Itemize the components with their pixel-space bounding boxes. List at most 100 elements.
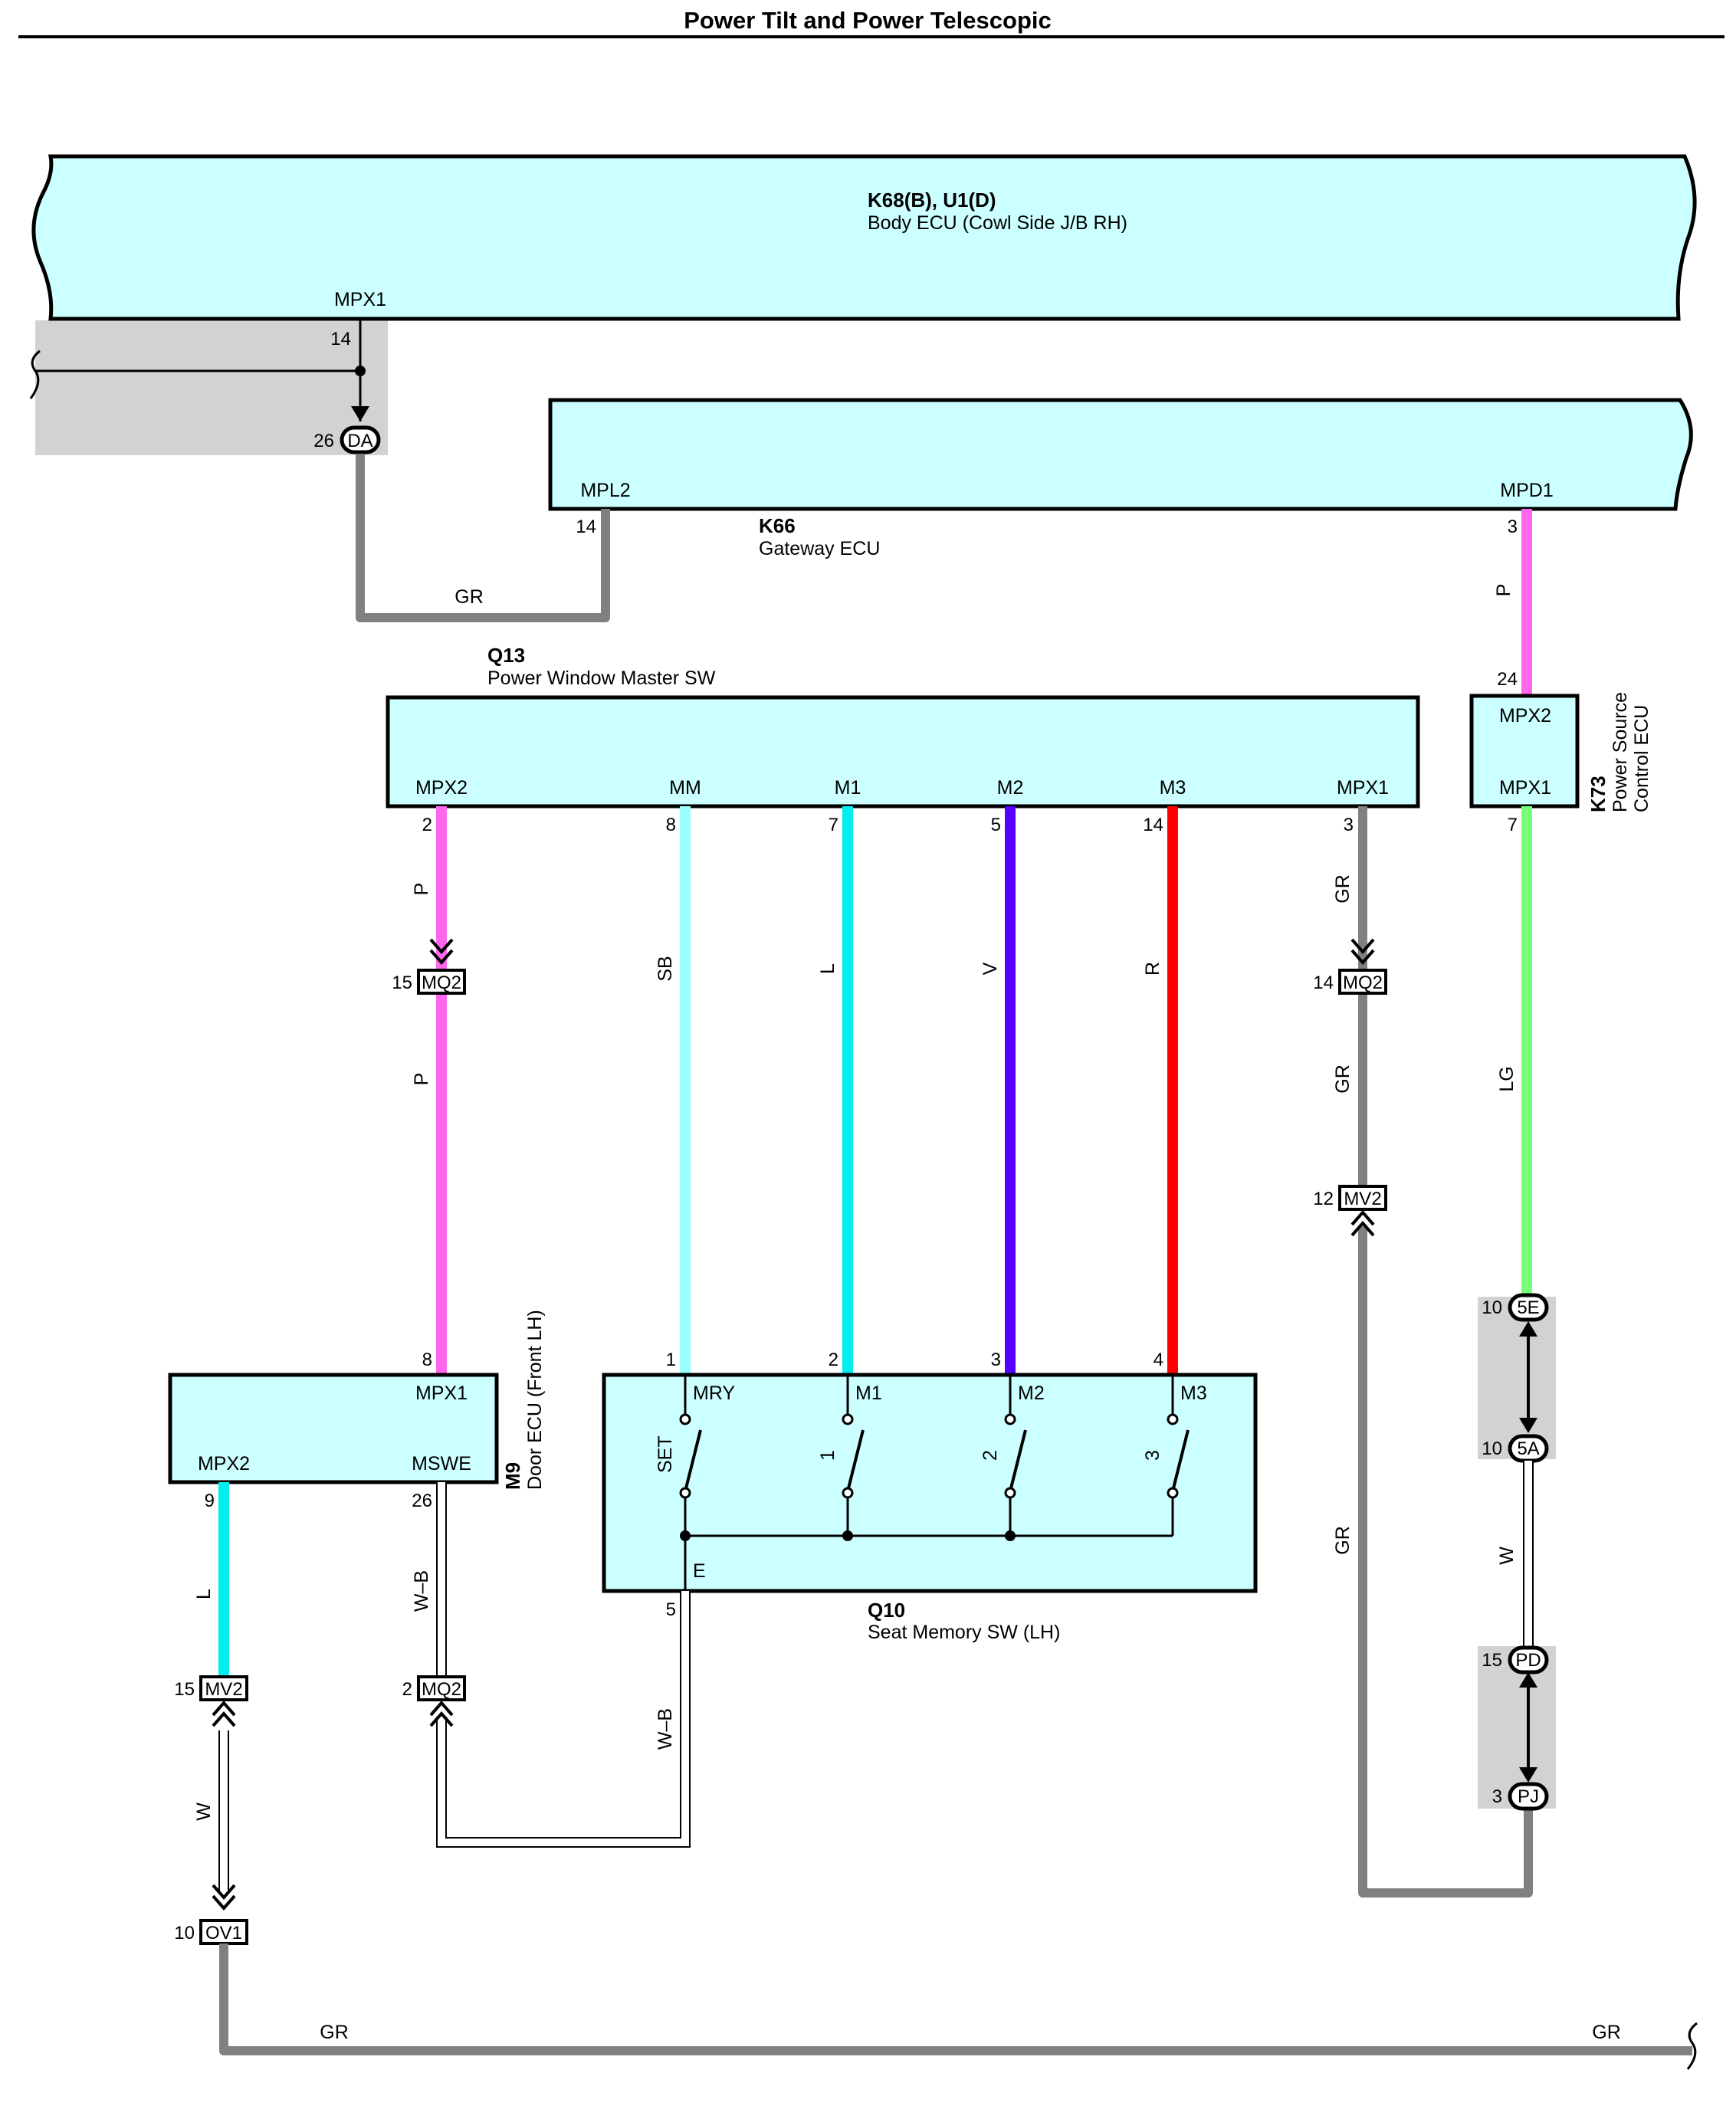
body-ecu-id: K68(B), U1(D) bbox=[868, 189, 996, 212]
connector-mv2-15: MV2 bbox=[199, 1675, 248, 1727]
pin-label-ov1-10: 10 bbox=[174, 1923, 195, 1944]
seat-sw-terminal-mry: MRY bbox=[693, 1383, 735, 1404]
connector-ov1: OV1 bbox=[199, 1884, 248, 1945]
pw-terminal-mpx1: MPX1 bbox=[1337, 777, 1389, 799]
junction-link-5e-5a bbox=[1519, 1321, 1537, 1433]
pin-label-seat-1: 1 bbox=[666, 1350, 676, 1370]
psc-terminal-mpx1: MPX1 bbox=[1499, 777, 1551, 799]
pin-label-pw-5: 5 bbox=[991, 815, 1001, 835]
gateway-ecu-name: Gateway ECU bbox=[759, 538, 880, 559]
junction-shade-5e-5a bbox=[1478, 1297, 1556, 1459]
seat-switch-label-2: 2 bbox=[980, 1450, 1001, 1461]
junction-da: DA bbox=[340, 425, 381, 454]
psc-name-line1: Power Source bbox=[1610, 692, 1631, 812]
connector-mq2-15: MQ2 bbox=[417, 938, 466, 995]
pin-label-seat-3: 3 bbox=[991, 1350, 1001, 1370]
pin-label-psc-24: 24 bbox=[1497, 669, 1518, 690]
wire-label-p-upper: P bbox=[411, 883, 432, 896]
wire-label-l-door: L bbox=[193, 1589, 215, 1599]
pin-label-seat-4: 4 bbox=[1154, 1350, 1163, 1370]
junction-link-pd-pj bbox=[1519, 1672, 1537, 1783]
junction-shade-pd-pj bbox=[1478, 1646, 1556, 1809]
wire-label-wb-seat: W–B bbox=[655, 1708, 676, 1750]
seat-sw-terminal-m3: M3 bbox=[1180, 1383, 1207, 1404]
connector-mv2-12-label: MV2 bbox=[1344, 1189, 1381, 1209]
pin-label-pw-8: 8 bbox=[666, 815, 676, 835]
pin-label-da-26: 26 bbox=[313, 431, 334, 451]
wire-body-ecu-mpx1-to-da bbox=[29, 319, 369, 422]
door-ecu-terminal-mswe: MSWE bbox=[412, 1453, 471, 1474]
seat-sw-name: Seat Memory SW (LH) bbox=[868, 1622, 1060, 1643]
connector-mq2-14: MQ2 bbox=[1338, 938, 1387, 995]
wire-label-gr-upper: GR bbox=[1332, 874, 1354, 904]
wire-label-r-m3: R bbox=[1142, 962, 1163, 976]
pin-label-body-ecu-14: 14 bbox=[330, 329, 351, 349]
connector-mv2-12: MV2 bbox=[1338, 1185, 1387, 1237]
junction-pj: PJ bbox=[1508, 1782, 1549, 1811]
junction-pd-label: PD bbox=[1515, 1650, 1541, 1671]
pw-terminal-m3: M3 bbox=[1160, 777, 1186, 799]
connector-mq2-2: MQ2 bbox=[417, 1675, 466, 1727]
seat-bus-node-2 bbox=[842, 1530, 853, 1541]
junction-pj-label: PJ bbox=[1518, 1786, 1539, 1807]
seat-memory-sw: MRY M1 M2 M3 E bbox=[602, 1373, 1258, 1593]
junction-5e: 5E bbox=[1508, 1293, 1549, 1322]
seat-switch-label-1: 1 bbox=[817, 1450, 838, 1461]
door-ecu-name: Door ECU (Front LH) bbox=[524, 1310, 546, 1490]
seat-sw-terminal-e: E bbox=[693, 1560, 706, 1582]
pin-label-mv2-12: 12 bbox=[1313, 1189, 1334, 1209]
connector-mv2-15-label: MV2 bbox=[205, 1679, 242, 1700]
wire-label-gr-lower: GR bbox=[1332, 1526, 1354, 1555]
wire-break-symbol bbox=[1686, 2022, 1698, 2070]
pin-label-door-8: 8 bbox=[422, 1350, 432, 1370]
pin-label-5a-10: 10 bbox=[1482, 1438, 1502, 1459]
pin-label-gateway-14: 14 bbox=[576, 517, 596, 537]
wire-label-v-m2: V bbox=[980, 962, 1001, 975]
seat-bus-node-1 bbox=[680, 1530, 691, 1541]
body-ecu-terminal-mpx1: MPX1 bbox=[334, 289, 386, 310]
seat-switch-label-set: SET bbox=[655, 1435, 676, 1473]
wire-label-gr-body-gateway: GR bbox=[455, 586, 484, 608]
pin-label-mq2-2: 2 bbox=[402, 1679, 412, 1700]
seat-switch-set bbox=[679, 1375, 702, 1591]
pin-label-gateway-3: 3 bbox=[1508, 517, 1518, 537]
seat-switch-1 bbox=[842, 1375, 865, 1536]
wire-label-gr-bottom-left: GR bbox=[320, 2022, 349, 2043]
gateway-ecu-terminal-mpd1: MPD1 bbox=[1500, 480, 1553, 501]
pin-label-mq2-15: 15 bbox=[392, 973, 412, 993]
wire-gr-bottom bbox=[219, 1944, 1692, 2055]
wire-label-sb: SB bbox=[655, 956, 676, 981]
junction-pd: PD bbox=[1508, 1645, 1549, 1675]
power-window-master-sw: Q13 Power Window Master SW MPX2 MM M1 M2… bbox=[386, 644, 1420, 809]
pin-label-pw-14: 14 bbox=[1143, 815, 1163, 835]
pin-label-door-26: 26 bbox=[412, 1491, 432, 1511]
wire-gr-mv2-to-pj bbox=[1358, 1226, 1533, 1898]
junction-5a: 5A bbox=[1508, 1434, 1549, 1463]
connector-ov1-label: OV1 bbox=[205, 1923, 242, 1944]
wire-label-wb-door: W–B bbox=[411, 1570, 432, 1612]
seat-sw-terminal-m1: M1 bbox=[855, 1383, 882, 1404]
body-ecu: K68(B), U1(D) Body ECU (Cowl Side J/B RH… bbox=[31, 154, 1697, 321]
connector-mq2-15-label: MQ2 bbox=[422, 973, 461, 993]
psc-terminal-mpx2: MPX2 bbox=[1499, 705, 1551, 727]
junction-da-label: DA bbox=[347, 431, 372, 451]
pin-label-5e-10: 10 bbox=[1482, 1297, 1502, 1318]
seat-sw-terminal-m2: M2 bbox=[1018, 1383, 1045, 1404]
pin-label-pd-15: 15 bbox=[1482, 1650, 1502, 1671]
wire-wb-seat-to-mq2 bbox=[436, 1591, 691, 1848]
pin-label-door-9: 9 bbox=[205, 1491, 215, 1511]
pin-label-mq2-14: 14 bbox=[1313, 973, 1334, 993]
junction-5e-label: 5E bbox=[1517, 1297, 1539, 1318]
seat-sw-id: Q10 bbox=[868, 1599, 905, 1622]
psc-name-line2: Control ECU bbox=[1631, 705, 1652, 812]
door-ecu-terminal-mpx1: MPX1 bbox=[415, 1383, 468, 1404]
wire-label-l-m1: L bbox=[817, 963, 838, 974]
pw-terminal-m2: M2 bbox=[997, 777, 1024, 799]
pw-master-sw-name: Power Window Master SW bbox=[487, 668, 716, 689]
pw-terminal-mpx2: MPX2 bbox=[415, 777, 468, 799]
door-ecu-id: M9 bbox=[501, 1462, 524, 1490]
pin-label-pw-3: 3 bbox=[1344, 815, 1354, 835]
wire-label-p-lower: P bbox=[411, 1073, 432, 1086]
gateway-ecu: K66 Gateway ECU MPL2 MPD1 bbox=[548, 398, 1693, 559]
door-ecu-terminal-mpx2: MPX2 bbox=[198, 1453, 250, 1474]
